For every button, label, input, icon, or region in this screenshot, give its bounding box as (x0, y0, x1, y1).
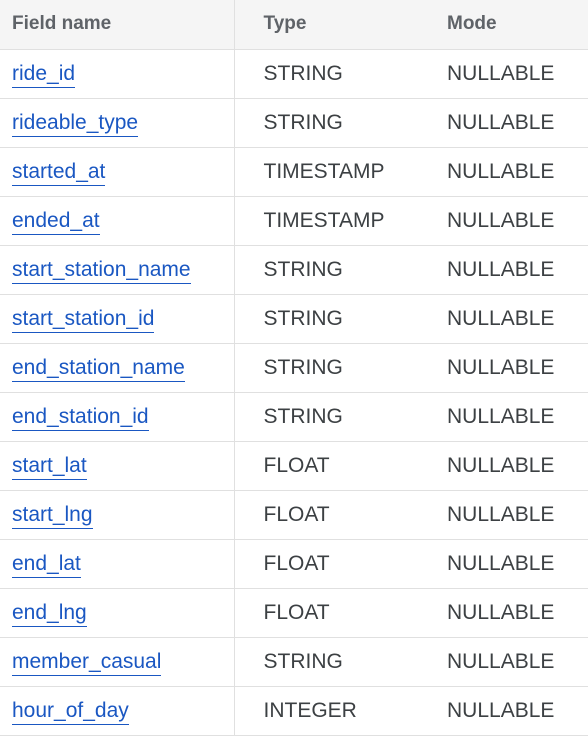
field-name-link[interactable]: start_station_id (12, 306, 155, 333)
field-type-cell: STRING (234, 49, 418, 99)
field-name-cell: started_at (0, 147, 235, 197)
field-mode-cell: NULLABLE (418, 294, 588, 344)
field-type-cell: STRING (234, 245, 418, 295)
field-type-cell: INTEGER (234, 686, 418, 736)
field-name-link[interactable]: hour_of_day (12, 698, 129, 725)
field-name-link[interactable]: started_at (12, 159, 106, 186)
field-mode-cell: NULLABLE (418, 637, 588, 687)
field-mode-cell: NULLABLE (418, 588, 588, 638)
field-name-link[interactable]: end_lng (12, 600, 87, 627)
field-name-link[interactable]: rideable_type (12, 110, 139, 137)
field-name-cell: start_lng (0, 490, 235, 540)
field-mode-cell: NULLABLE (418, 490, 588, 540)
field-type-cell: TIMESTAMP (234, 147, 418, 197)
field-type-cell: STRING (234, 392, 418, 442)
field-name-link[interactable]: end_station_id (12, 404, 149, 431)
header-field-name[interactable]: Field name (0, 0, 235, 50)
field-name-cell: end_lng (0, 588, 235, 638)
field-name-cell: hour_of_day (0, 686, 235, 736)
field-mode-cell: NULLABLE (418, 49, 588, 99)
field-mode-cell: NULLABLE (418, 392, 588, 442)
field-name-cell: ended_at (0, 196, 235, 246)
field-type-cell: FLOAT (234, 539, 418, 589)
field-name-link[interactable]: start_lat (12, 453, 87, 480)
field-name-cell: start_lat (0, 441, 235, 491)
field-type-cell: FLOAT (234, 588, 418, 638)
field-mode-cell: NULLABLE (418, 539, 588, 589)
schema-table-header: Field name Type Mode (0, 0, 588, 50)
field-name-link[interactable]: end_station_name (12, 355, 185, 382)
field-type-cell: STRING (234, 98, 418, 148)
field-name-cell: end_lat (0, 539, 235, 589)
field-name-cell: end_station_name (0, 343, 235, 393)
field-type-cell: FLOAT (234, 441, 418, 491)
field-type-cell: STRING (234, 294, 418, 344)
field-name-link[interactable]: ride_id (12, 61, 76, 88)
field-type-cell: FLOAT (234, 490, 418, 540)
field-type-cell: TIMESTAMP (234, 196, 418, 246)
field-mode-cell: NULLABLE (418, 441, 588, 491)
field-name-cell: member_casual (0, 637, 235, 687)
field-mode-cell: NULLABLE (418, 196, 588, 246)
field-mode-cell: NULLABLE (418, 245, 588, 295)
field-name-link[interactable]: start_lng (12, 502, 93, 529)
field-name-cell: end_station_id (0, 392, 235, 442)
field-name-cell: ride_id (0, 49, 235, 99)
header-type[interactable]: Type (234, 0, 418, 50)
field-type-cell: STRING (234, 637, 418, 687)
field-name-cell: rideable_type (0, 98, 235, 148)
field-name-link[interactable]: member_casual (12, 649, 162, 676)
header-row: Field name Type Mode (0, 0, 588, 50)
field-name-link[interactable]: end_lat (12, 551, 81, 578)
field-type-cell: STRING (234, 343, 418, 393)
field-name-link[interactable]: ended_at (12, 208, 100, 235)
field-mode-cell: NULLABLE (418, 98, 588, 148)
field-name-cell: start_station_name (0, 245, 235, 295)
field-mode-cell: NULLABLE (418, 147, 588, 197)
field-mode-cell: NULLABLE (418, 686, 588, 736)
field-name-link[interactable]: start_station_name (12, 257, 191, 284)
field-name-cell: start_station_id (0, 294, 235, 344)
field-mode-cell: NULLABLE (418, 343, 588, 393)
header-mode[interactable]: Mode (418, 0, 588, 50)
